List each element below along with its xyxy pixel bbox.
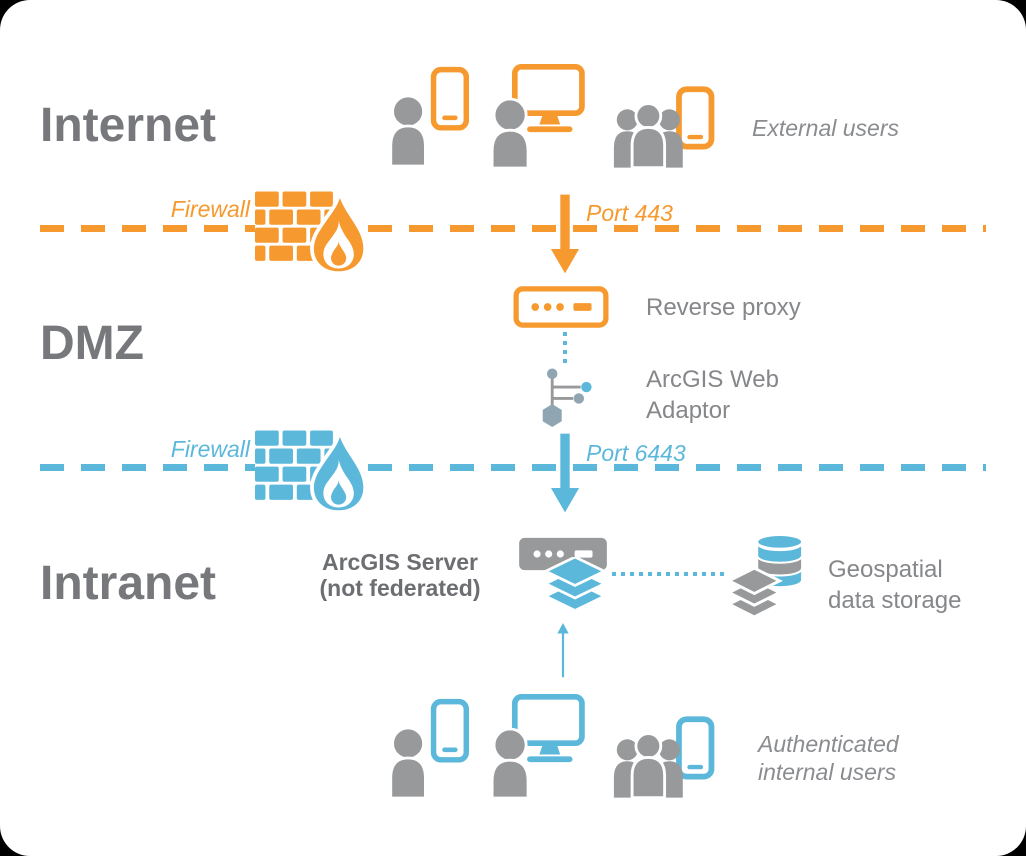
brick-wall-flame-icon-bottom [255,421,369,516]
port-6443-down-arrow-icon [550,433,580,513]
firewall-line-internet-dmz [40,225,986,232]
internal-users-up-arrow-icon [556,620,570,682]
port-443-down-arrow-icon [550,194,580,274]
firewall-top-label: Firewall [170,196,250,222]
firewall-bottom-label: Firewall [170,436,250,462]
internal-tablet-user-icon [388,698,470,798]
desktop-user-icon [490,64,585,168]
geospatial-storage-icon [727,529,805,619]
internal-desktop-user-icon [490,694,585,798]
web-adaptor-label-line2: Adaptor [646,397,731,424]
arcgis-server-label-line1: ArcGIS Server [322,549,478,575]
web-adaptor-icon [537,366,613,429]
reverse-proxy-label: Reverse proxy [646,294,801,321]
port-6443-label: Port 6443 [586,440,686,466]
firewall-line-dmz-intranet [40,464,986,471]
authenticated-users-label-line1: Authenticated [758,731,899,757]
zone-label-internet: Internet [40,99,217,152]
authenticated-users-label: Authenticated internal users [758,730,899,786]
arcgis-server-label: ArcGIS Server (not federated) [300,549,500,601]
internal-group-tablet-icon [612,716,722,798]
web-adaptor-label: ArcGIS Web Adaptor [646,364,779,426]
tablet-user-icon [388,66,470,166]
reverse-proxy-icon [513,286,609,328]
geospatial-storage-label-line2: data storage [828,587,962,614]
group-tablet-icon [612,86,722,168]
web-adaptor-label-line1: ArcGIS Web [646,366,779,393]
proxy-adaptor-connector [563,332,567,366]
authenticated-users-label-line2: internal users [758,759,897,785]
zone-label-intranet: Intranet [40,557,217,610]
arcgis-server-label-line2: (not federated) [319,575,481,601]
external-users-label: External users [752,115,900,141]
server-layers-icon [543,557,607,614]
brick-wall-flame-icon-top [255,182,369,277]
port-443-label: Port 443 [586,200,673,226]
geospatial-storage-label: Geospatial data storage [828,554,961,616]
geospatial-storage-label-line1: Geospatial [828,556,943,583]
zone-label-dmz: DMZ [40,317,144,370]
server-storage-connector [612,572,724,576]
